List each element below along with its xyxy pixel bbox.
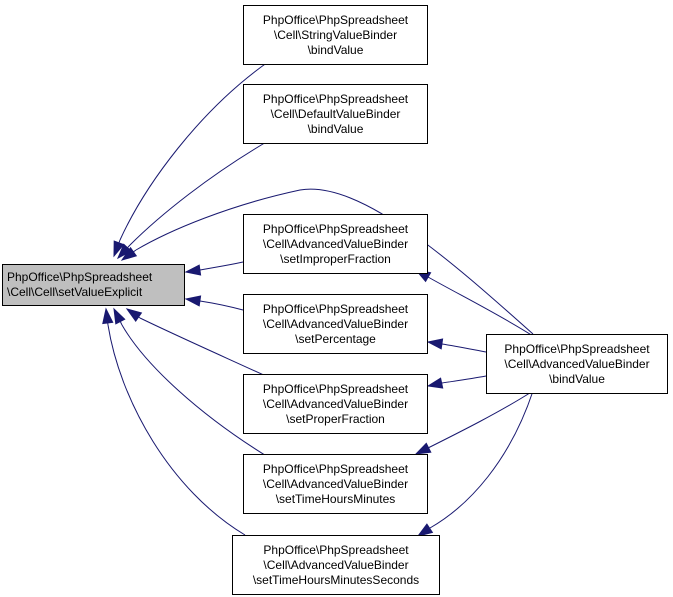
edge-link [119,321,123,326]
node-improper[interactable]: PhpOffice\PhpSpreadsheet \Cell\AdvancedV… [243,214,428,274]
node-hours-minutes-line-3: \setTimeHoursMinutes [275,491,396,506]
node-default-bind-line-1: PhpOffice\PhpSpreadsheet [262,91,409,106]
edge-advanced-bind-to-root [135,188,534,335]
node-hours-minutes-seconds-line-1: PhpOffice\PhpSpreadsheet [263,542,409,557]
arrowhead [416,523,434,537]
node-default-bind[interactable]: PhpOffice\PhpSpreadsheet \Cell\DefaultVa… [243,84,428,144]
arrowhead [125,308,143,322]
node-proper-line-1: PhpOffice\PhpSpreadsheet [262,381,409,396]
edge-advanced-bind-to-proper [441,375,487,384]
node-string-bind-line-2: \Cell\StringValueBinder [273,27,398,42]
node-string-bind-line-3: \bindValue [307,42,364,57]
node-advanced-bind-line-2: \Cell\AdvancedValueBinder [504,356,650,371]
node-advanced-bind[interactable]: PhpOffice\PhpSpreadsheet \Cell\AdvancedV… [486,334,668,394]
node-improper-line-3: \setImproperFraction [280,251,391,266]
node-advanced-bind-line-1: PhpOffice\PhpSpreadsheet [504,341,650,356]
edge-improper-to-root [199,261,244,271]
edge-advanced-bind-to-hours-minutes [427,390,534,449]
node-percentage-line-1: PhpOffice\PhpSpreadsheet [262,301,409,316]
node-percentage-line-3: \setPercentage [295,331,376,346]
node-default-bind-line-2: \Cell\DefaultValueBinder [270,106,401,121]
arrowhead [113,240,125,258]
edge-link [133,249,137,253]
node-proper-line-3: \setProperFraction [286,411,385,426]
arrowhead [414,442,432,455]
edge-advanced-bind-to-percentage [441,343,487,353]
node-proper[interactable]: PhpOffice\PhpSpreadsheet \Cell\AdvancedV… [243,374,428,434]
edge-proper-to-root [139,317,269,378]
node-hours-minutes-seconds[interactable]: PhpOffice\PhpSpreadsheet \Cell\AdvancedV… [232,535,440,595]
node-hours-minutes-line-2: \Cell\AdvancedValueBinder [262,476,409,491]
node-advanced-bind-line-3: \bindValue [549,371,605,386]
node-hours-minutes-line-1: PhpOffice\PhpSpreadsheet [262,461,409,476]
edge-percentage-to-root [199,300,244,311]
node-root-line-2: \Cell\Cell\setValueExplicit [7,285,143,299]
node-percentage[interactable]: PhpOffice\PhpSpreadsheet \Cell\AdvancedV… [243,294,428,354]
arrowhead [116,243,133,260]
node-default-bind-line-3: \bindValue [307,121,364,136]
node-hours-minutes[interactable]: PhpOffice\PhpSpreadsheet \Cell\AdvancedV… [243,454,428,514]
node-root: PhpOffice\PhpSpreadsheet \Cell\Cell\setV… [2,264,185,306]
arrowhead [113,307,126,325]
node-improper-line-1: PhpOffice\PhpSpreadsheet [262,221,409,236]
node-hours-minutes-seconds-line-2: \Cell\AdvancedValueBinder [263,557,409,572]
node-percentage-line-2: \Cell\AdvancedValueBinder [262,316,409,331]
node-improper-line-2: \Cell\AdvancedValueBinder [262,236,409,251]
arrowhead [184,264,202,276]
edge-hours-minutes-seconds-to-root [107,324,246,536]
arrowhead [184,295,202,307]
edge-hours-minutes-to-root [121,324,269,458]
edge-advanced-bind-to-hours-minutes-seconds [429,390,534,529]
arrowhead [102,307,114,325]
node-string-bind[interactable]: PhpOffice\PhpSpreadsheet \Cell\StringVal… [243,5,428,65]
edge-link [127,244,131,249]
node-string-bind-line-1: PhpOffice\PhpSpreadsheet [262,12,409,27]
arrowhead [426,338,444,350]
node-proper-line-2: \Cell\AdvancedValueBinder [262,396,409,411]
arrowhead [120,246,138,261]
node-root-line-1: PhpOffice\PhpSpreadsheet [7,270,153,284]
edge-string-bind-to-root [119,61,269,241]
node-hours-minutes-seconds-line-3: \setTimeHoursMinutesSeconds [252,572,420,587]
edge-advanced-bind-to-improper [427,276,534,337]
edge-default-bind-to-root [129,140,269,246]
arrowhead [426,377,444,389]
